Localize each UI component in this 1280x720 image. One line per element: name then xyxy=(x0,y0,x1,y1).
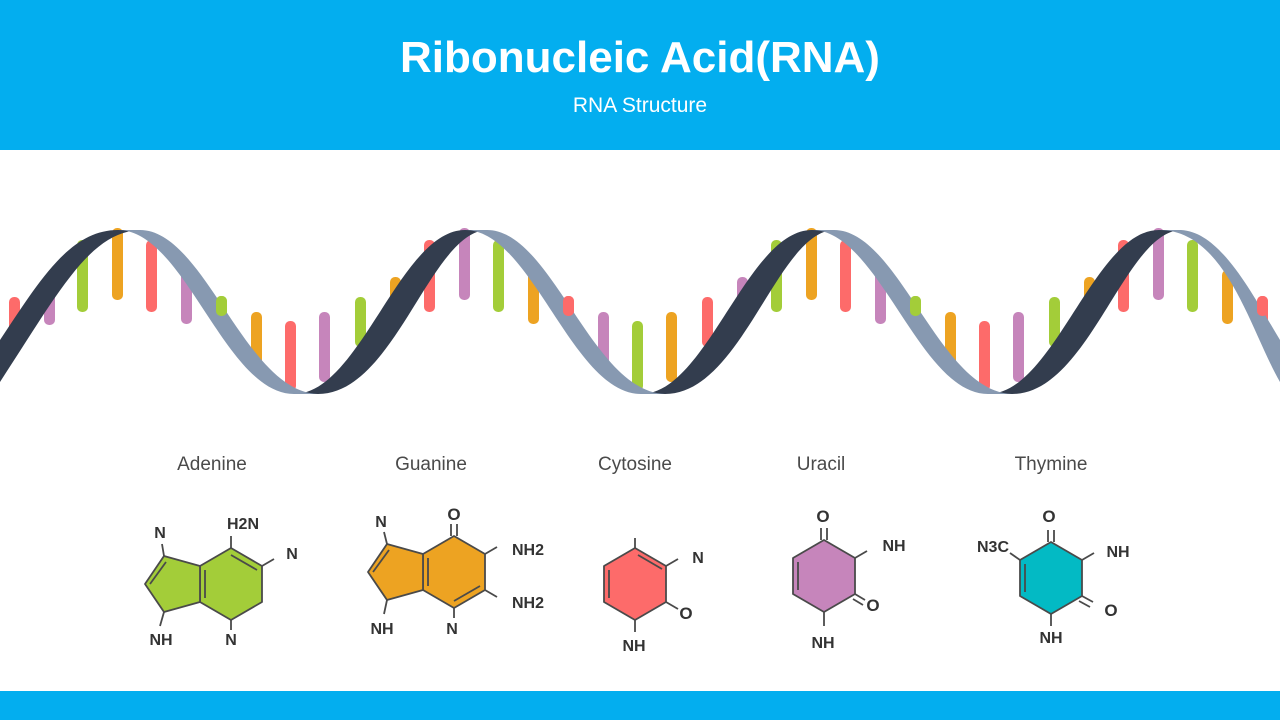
adenine-six-ring xyxy=(199,547,263,621)
base-label-guanine: Guanine xyxy=(395,454,467,475)
uracil-atom-label: NH xyxy=(811,635,834,652)
adenine-atom-label: N xyxy=(225,632,237,649)
guanine-structure: N O NH2 NH2 NH N xyxy=(367,505,544,638)
uracil-atom-label: NH xyxy=(882,538,905,555)
adenine-atom-label: H2N xyxy=(227,516,259,533)
adenine-atom-label: N xyxy=(286,546,298,563)
adenine-atom-label: NH xyxy=(149,632,172,649)
helix-rung xyxy=(1049,297,1060,347)
helix-rungs-front xyxy=(216,296,1268,316)
guanine-atom-label: N xyxy=(446,621,458,638)
helix-strand-dark xyxy=(0,230,1181,394)
helix-rung xyxy=(1222,270,1233,324)
helix-rung xyxy=(910,296,921,316)
cytosine-atom-label: N xyxy=(692,550,704,567)
guanine-atom-label: NH2 xyxy=(512,595,544,612)
helix-rung xyxy=(806,228,817,300)
helix-rung xyxy=(1187,240,1198,312)
guanine-six-ring xyxy=(422,535,486,609)
helix-rung xyxy=(666,312,677,382)
guanine-atom-label: NH2 xyxy=(512,542,544,559)
helix-rung xyxy=(493,240,504,312)
guanine-atom-label: N xyxy=(375,514,387,531)
helix-rung xyxy=(459,228,470,300)
thymine-atom-label: O xyxy=(1042,507,1055,526)
thymine-atom-label: O xyxy=(1104,601,1117,620)
uracil-structure: O NH O NH xyxy=(792,507,906,652)
nucleobase-structures: N H2N N NH N N O NH2 NH2 NH N N O xyxy=(144,505,1130,655)
helix-rung xyxy=(216,296,227,316)
helix-rung xyxy=(1257,296,1268,316)
uracil-atom-label: O xyxy=(866,596,879,615)
helix-rung xyxy=(563,296,574,316)
helix-rung xyxy=(1013,312,1024,382)
helix-rung xyxy=(319,312,330,382)
thymine-structure: O N3C NH O NH xyxy=(977,507,1130,647)
base-label-cytosine: Cytosine xyxy=(598,454,672,475)
helix-rung xyxy=(632,321,643,391)
thymine-ring xyxy=(1019,541,1083,615)
cytosine-atom-label: NH xyxy=(622,638,645,655)
helix-rung xyxy=(1153,228,1164,300)
helix-rung xyxy=(702,297,713,347)
footer-bar xyxy=(0,691,1280,720)
helix-rung xyxy=(840,240,851,312)
helix-rung xyxy=(112,228,123,300)
base-label-uracil: Uracil xyxy=(796,454,846,475)
base-label-adenine: Adenine xyxy=(177,454,247,475)
uracil-ring xyxy=(792,539,856,613)
adenine-structure: N H2N N NH N xyxy=(144,516,298,649)
adenine-five-ring xyxy=(144,555,201,613)
base-label-thymine: Thymine xyxy=(1014,454,1088,475)
guanine-atom-label: NH xyxy=(370,621,393,638)
helix-rung xyxy=(146,240,157,312)
guanine-five-ring xyxy=(367,543,424,601)
uracil-atom-label: O xyxy=(816,507,829,526)
page-subtitle: RNA Structure xyxy=(572,94,708,117)
helix-rung xyxy=(979,321,990,391)
rna-helix-illustration xyxy=(0,228,1280,394)
thymine-atom-label: NH xyxy=(1106,544,1129,561)
header-banner: Ribonucleic Acid(RNA) RNA Structure xyxy=(0,0,1280,150)
helix-rung xyxy=(355,297,366,347)
adenine-atom-label: N xyxy=(154,525,166,542)
thymine-atom-label: N3C xyxy=(977,539,1009,556)
thymine-atom-label: NH xyxy=(1039,630,1062,647)
page-title: Ribonucleic Acid(RNA) xyxy=(400,33,880,82)
cytosine-structure: N O NH xyxy=(603,538,704,655)
guanine-atom-label: O xyxy=(447,505,460,524)
helix-rung xyxy=(285,321,296,391)
cytosine-ring xyxy=(603,547,667,621)
cytosine-atom-label: O xyxy=(679,604,692,623)
